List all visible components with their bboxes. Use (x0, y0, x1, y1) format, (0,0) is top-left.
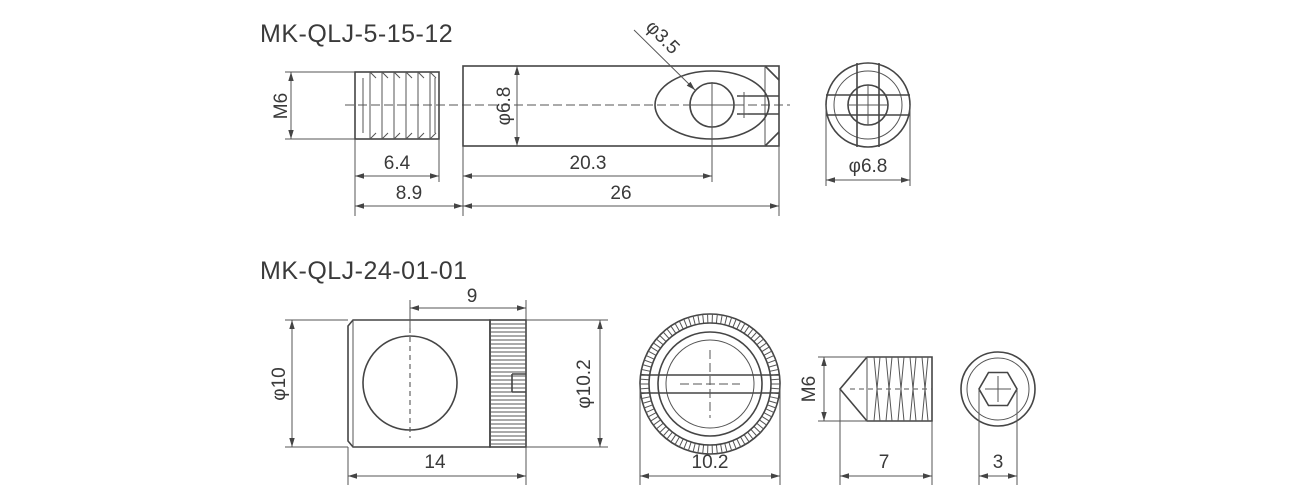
part1-title: MK-QLJ-5-15-12 (260, 20, 453, 48)
part2-side-view (347, 319, 527, 448)
part1-end-view (825, 62, 911, 148)
part3-side-view (838, 356, 933, 422)
dim-body-diameter: φ6.8 (494, 87, 515, 126)
dim-front-diameter: 10.2 (692, 452, 729, 473)
dim-thread-m6: M6 (271, 93, 292, 119)
dim-hole-offset: 9 (467, 286, 478, 307)
part2-dimensions: 9 φ10 φ10.2 14 10.2 (269, 286, 781, 485)
dim-hex-size: 3 (993, 452, 1004, 473)
part2-front-view (639, 313, 781, 455)
dim-thread-length: 6.4 (384, 153, 411, 174)
part1-drawing: MK-QLJ-5-15-12 (260, 17, 911, 216)
part3-end-view (960, 351, 1036, 427)
dim-body-length: 26 (610, 183, 631, 204)
dim-hole-diameter: φ3.5 (641, 17, 683, 59)
dim-hole-position: 20.3 (570, 153, 607, 174)
part3-drawing: M6 7 3 (799, 351, 1036, 485)
dim-length: 14 (424, 452, 446, 473)
dim-knurl-diameter: φ10.2 (574, 359, 595, 408)
dim-screw-length: 7 (879, 452, 890, 473)
part1-threaded-stud (354, 71, 440, 140)
dim-end-diameter: φ6.8 (849, 156, 888, 177)
dim-screw-thread: M6 (799, 376, 820, 402)
part2-drawing: MK-QLJ-24-01-01 (260, 257, 781, 485)
dim-outer-diameter: φ10 (269, 367, 290, 400)
part3-dimensions: M6 7 3 (799, 356, 1018, 485)
part1-dimensions: M6 φ6.8 φ3.5 6.4 20.3 8.9 26 (271, 17, 911, 216)
part2-title: MK-QLJ-24-01-01 (260, 257, 468, 285)
dim-thread-total: 8.9 (396, 183, 422, 204)
